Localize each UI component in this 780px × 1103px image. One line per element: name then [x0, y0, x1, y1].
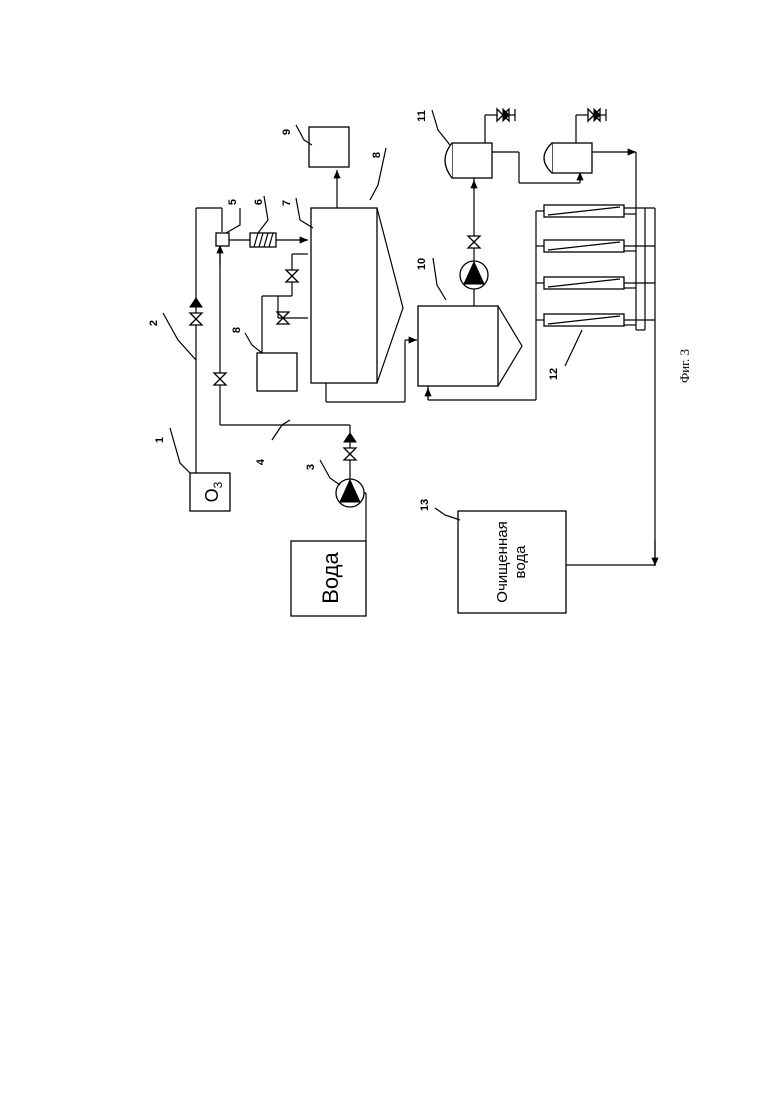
reagent-tank-8: [257, 353, 297, 391]
vent-valve-11: [497, 109, 515, 121]
settler-10: [418, 306, 522, 386]
label-12: 12: [548, 368, 560, 380]
label-13: 13: [419, 499, 431, 511]
label-3: 3: [305, 464, 317, 470]
filter-bank-12: [544, 205, 624, 326]
label-8-flotation: 8: [371, 152, 383, 158]
static-mixer-6: [250, 233, 276, 247]
sludge-collector-9: [309, 127, 349, 167]
label-4: 4: [255, 458, 267, 465]
flotation-tank-7: [311, 208, 403, 383]
label-8-reagent: 8: [231, 327, 243, 333]
vessel-11: [445, 143, 492, 178]
water-tank: Вода: [291, 541, 366, 616]
label-7: 7: [281, 200, 293, 206]
figure-caption: Фиг. 3: [677, 349, 692, 383]
valve-10: [468, 236, 480, 248]
valve-4: [214, 373, 226, 385]
label-2: 2: [148, 320, 160, 326]
purified-water-label-line1: Очищенная: [494, 521, 511, 602]
label-1: 1: [154, 437, 166, 443]
label-9: 9: [281, 129, 293, 135]
ejector-5: [216, 233, 229, 246]
pump-3: [336, 479, 364, 507]
water-label: Вода: [318, 551, 343, 603]
vent-valve-second: [588, 109, 606, 121]
purified-water-label-line2: вода: [512, 545, 529, 579]
valve-reagent-a: [286, 270, 298, 282]
label-6: 6: [253, 199, 265, 205]
ozone-generator: O3: [190, 473, 230, 511]
vessel-second: [544, 143, 592, 173]
purified-water-tank-13: Очищенная вода: [458, 511, 566, 613]
pump-10: [460, 261, 488, 289]
label-11: 11: [416, 110, 428, 122]
label-10: 10: [416, 258, 428, 270]
label-5: 5: [227, 199, 239, 205]
